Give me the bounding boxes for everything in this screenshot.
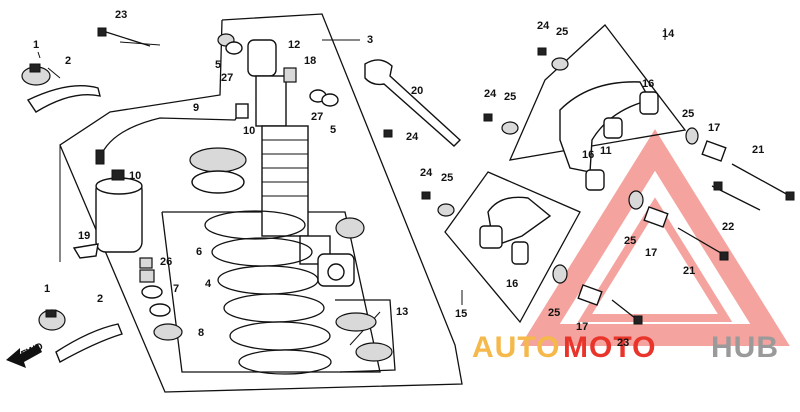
watermark-triangle-inner [577, 197, 733, 322]
part-spring-seat-top [189, 147, 247, 194]
part-shock-body [247, 39, 355, 287]
part-reservoir [95, 169, 143, 253]
leader-1a [37, 51, 41, 59]
label-16-mid: 16 [582, 149, 594, 161]
label-6: 6 [196, 246, 202, 258]
label-13: 13 [396, 306, 408, 318]
watermark-hub: HUB [711, 331, 779, 364]
part-link-15 [479, 196, 552, 265]
label-15: 15 [455, 308, 467, 320]
part-bracket-19 [72, 243, 99, 259]
label-25-mid: 25 [504, 91, 516, 103]
label-11: 11 [600, 145, 612, 157]
label-14: 14 [662, 28, 675, 40]
label-7: 7 [173, 283, 179, 295]
label-5-right: 5 [330, 124, 336, 136]
label-9: 9 [193, 102, 199, 114]
watermark-text: AUTO MOTO HUB [472, 331, 779, 364]
leader-2a [47, 67, 61, 79]
box-15-line [444, 171, 581, 324]
label-25-logo: 25 [624, 235, 636, 247]
part-bolt-23-top [97, 27, 151, 47]
label-24-top: 24 [537, 20, 550, 32]
watermark-logo [520, 129, 790, 346]
label-17-right: 17 [708, 122, 720, 134]
label-17-bottom: 17 [576, 321, 588, 333]
label-18: 18 [304, 55, 316, 67]
label-24-mid: 24 [484, 88, 497, 100]
part-clamp-bottom [38, 309, 123, 363]
label-17-mid: 17 [645, 247, 657, 259]
label-2-bottom: 2 [97, 293, 103, 305]
part-clamp-top [21, 63, 101, 113]
label-4: 4 [205, 278, 212, 290]
label-10-right: 10 [243, 125, 255, 137]
part-spring [204, 210, 332, 375]
watermark-triangle-outer [520, 129, 790, 346]
label-27-right: 27 [311, 111, 323, 123]
label-24-spanner: 24 [406, 131, 419, 143]
watermark-auto: AUTO [472, 331, 560, 364]
part-small-stack [139, 257, 183, 341]
label-2-top: 2 [65, 55, 71, 67]
part-link-14 [559, 81, 659, 191]
fwd-label: FWD [20, 341, 45, 361]
label-25-low: 25 [441, 172, 453, 184]
label-12: 12 [288, 39, 300, 51]
label-21-low: 21 [683, 265, 695, 277]
label-24-low: 24 [420, 167, 433, 179]
part-collars-bolts [577, 140, 795, 325]
label-5-left: 5 [215, 59, 221, 71]
label-1-bottom: 1 [44, 283, 50, 295]
label-20: 20 [411, 85, 423, 97]
part-labels: 1 2 23 3 5 27 12 18 27 5 9 10 10 20 24 2… [33, 9, 764, 349]
label-19: 19 [78, 230, 90, 242]
fwd-arrow: FWD [6, 341, 45, 368]
box-13-line [335, 299, 396, 373]
label-26: 26 [160, 256, 172, 268]
label-27-left: 27 [221, 72, 233, 84]
label-23-top: 23 [115, 9, 127, 21]
label-3: 3 [367, 34, 373, 46]
label-25-top: 25 [556, 26, 568, 38]
label-25-bottom: 25 [548, 307, 560, 319]
part-seat-13 [335, 312, 393, 362]
label-1-top: 1 [33, 39, 39, 51]
shock-frame-line [59, 13, 463, 393]
part-hose-9 [95, 103, 249, 165]
label-21-top: 21 [752, 144, 764, 156]
label-16-low: 16 [506, 278, 518, 290]
part-stopper [335, 217, 365, 239]
label-10-left: 10 [129, 170, 141, 182]
label-8: 8 [198, 327, 204, 339]
label-25-right: 25 [682, 108, 694, 120]
fwd-arrow-icon [6, 344, 42, 368]
part-washers [217, 33, 699, 284]
label-16-top: 16 [642, 78, 654, 90]
part-spanner-20 [364, 59, 462, 147]
label-22: 22 [722, 221, 734, 233]
label-23-bottom: 23 [617, 337, 629, 349]
watermark-moto: MOTO [563, 331, 656, 364]
